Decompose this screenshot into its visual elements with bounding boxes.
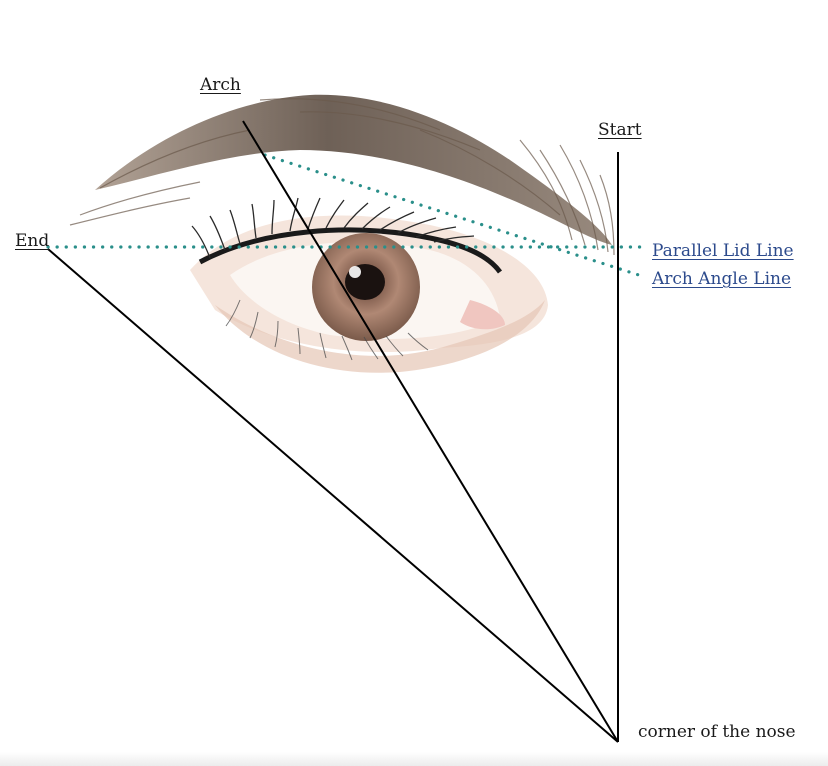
lower-lashes	[225, 299, 429, 361]
parallel-lid-line-link[interactable]: Parallel Lid Line	[652, 241, 794, 261]
eyebrow	[69, 94, 615, 256]
arch-angle-dotted-line	[263, 153, 647, 279]
upper-lashes	[191, 197, 475, 259]
corner-of-nose-label: corner of the nose	[638, 722, 796, 742]
lower-lid-shadow	[215, 300, 545, 373]
catchlight	[349, 266, 361, 278]
arch-label: Arch	[200, 75, 241, 95]
arch-angle-line-link[interactable]: Arch Angle Line	[652, 269, 792, 289]
end-line	[47, 248, 619, 743]
end-label: End	[15, 231, 50, 251]
bottom-shade	[0, 752, 828, 766]
upper-lash-line	[198, 227, 503, 274]
tear-duct	[460, 300, 505, 330]
start-label: Start	[598, 120, 642, 140]
arch-line	[242, 120, 619, 743]
